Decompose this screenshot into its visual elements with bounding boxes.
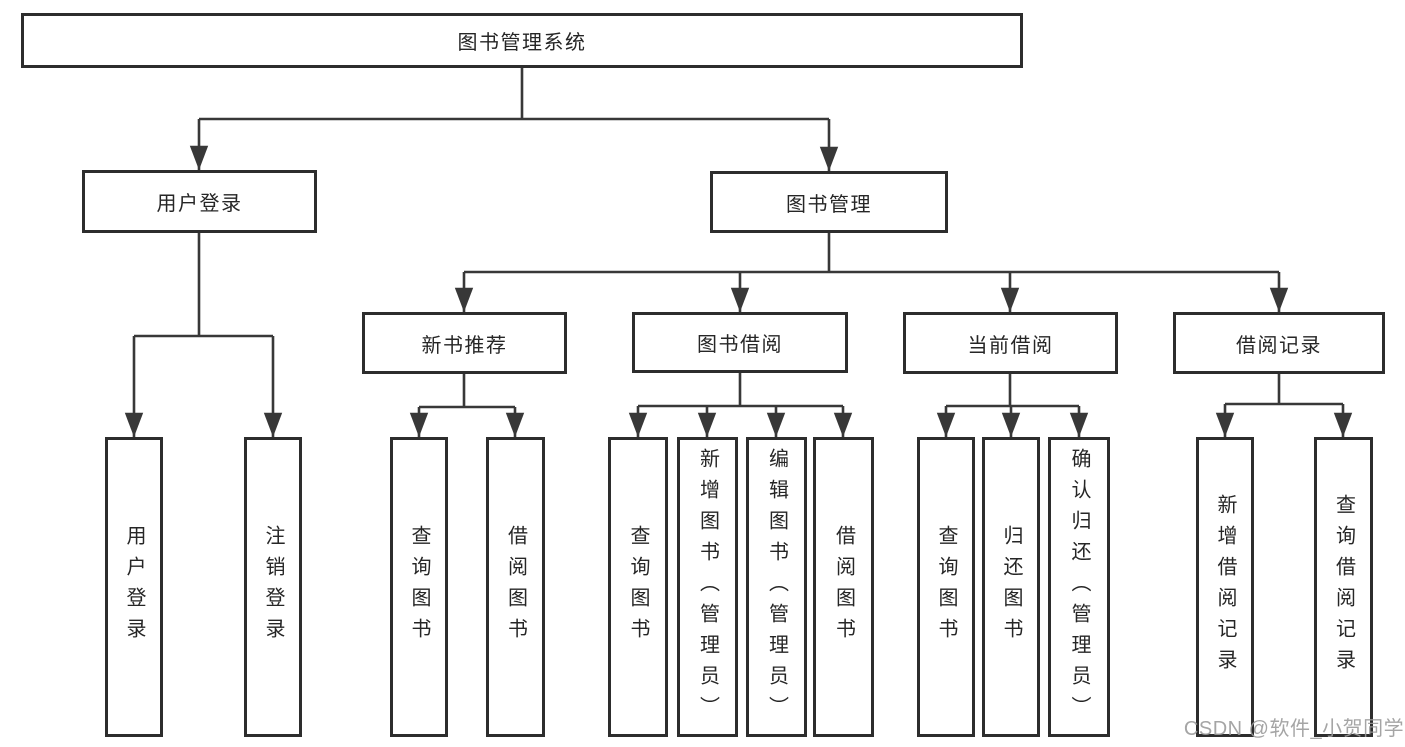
node-br-add: 新增借阅记录 [1196, 437, 1254, 737]
node-bb-edit-label: 编辑图书（管理员） [765, 447, 788, 727]
edge-group-current-borrow [936, 374, 1089, 437]
edge-group-new-book [409, 374, 525, 437]
node-new-book-label: 新书推荐 [421, 334, 508, 357]
node-br-add-label: 新增借阅记录 [1214, 494, 1236, 680]
node-bb-query-label: 查询图书 [627, 525, 649, 649]
node-nb-borrow: 借阅图书 [486, 437, 545, 737]
node-root: 图书管理系统 [21, 13, 1023, 68]
node-bb-borrow: 借阅图书 [813, 437, 874, 737]
node-cb-return: 归还图书 [982, 437, 1040, 737]
node-user-login-label: 用户登录 [123, 525, 145, 649]
node-book-borrow: 图书借阅 [632, 312, 848, 373]
node-user-login: 用户登录 [105, 437, 163, 737]
node-root-label: 图书管理系统 [457, 32, 587, 54]
node-current-borrow-label: 当前借阅 [967, 334, 1054, 357]
node-bb-add: 新增图书（管理员） [677, 437, 738, 737]
edge-group-borrow-records [1215, 374, 1353, 437]
node-nb-query-label: 查询图书 [408, 525, 430, 649]
node-cb-query: 查询图书 [917, 437, 975, 737]
node-bb-borrow-label: 借阅图书 [832, 525, 855, 649]
node-bb-add-label: 新增图书（管理员） [696, 447, 719, 727]
node-nb-query: 查询图书 [390, 437, 448, 737]
node-nb-borrow-label: 借阅图书 [504, 525, 527, 649]
node-book-mgmt: 图书管理 [710, 171, 948, 233]
node-borrow-records: 借阅记录 [1173, 312, 1385, 374]
node-cb-confirm: 确认归还（管理员） [1048, 437, 1110, 737]
node-borrow-records-label: 借阅记录 [1236, 334, 1322, 357]
node-logout-login-label: 注销登录 [262, 525, 284, 649]
node-new-book: 新书推荐 [362, 312, 567, 374]
node-current-borrow: 当前借阅 [903, 312, 1118, 374]
node-logout-login: 注销登录 [244, 437, 302, 737]
node-book-borrow-label: 图书借阅 [697, 334, 783, 356]
node-bb-edit: 编辑图书（管理员） [746, 437, 807, 737]
node-br-query-label: 查询借阅记录 [1332, 494, 1355, 680]
node-cb-return-label: 归还图书 [1000, 525, 1022, 649]
edge-group-book-mgmt [454, 233, 1289, 312]
node-login-label: 用户登录 [156, 193, 243, 215]
node-book-mgmt-label: 图书管理 [786, 193, 872, 216]
node-bb-query: 查询图书 [608, 437, 668, 737]
node-cb-confirm-label: 确认归还（管理员） [1068, 447, 1090, 727]
edge-group-book-borrow [628, 373, 853, 437]
csdn-watermark: CSDN @软件_小贺同学 [1183, 718, 1405, 740]
node-cb-query-label: 查询图书 [935, 525, 957, 649]
node-login: 用户登录 [82, 170, 317, 233]
edge-group-root [189, 68, 839, 171]
edge-group-login [124, 233, 283, 437]
node-br-query: 查询借阅记录 [1314, 437, 1373, 737]
